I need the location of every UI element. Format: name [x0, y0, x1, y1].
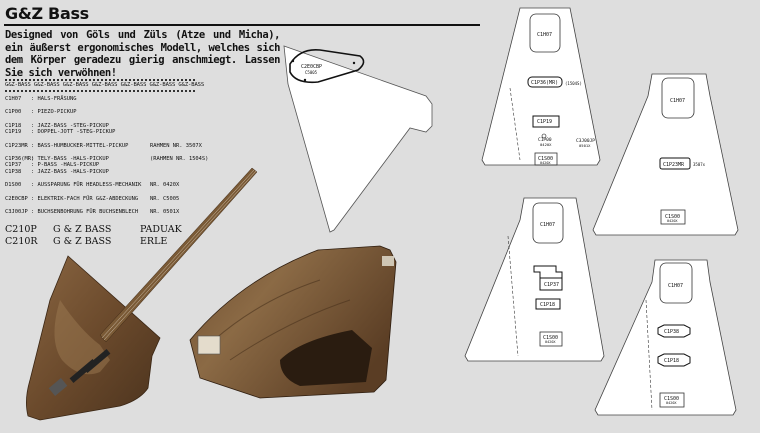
cover-plate-code: C2E0CBP: [301, 64, 322, 70]
part-code: C1P36(MR): [5, 155, 35, 162]
cover-plate-template: C2E0CBP C5005: [283, 45, 433, 233]
part-row: C3J00JP: BUCHSENBOHRUNG FÜR BUCHSENBLECH…: [5, 209, 265, 215]
part-code: C1P19: [5, 129, 22, 136]
part-row: C2E0CBP: ELEKTRIK-FACH FÜR G&Z-ABDECKUNG…: [5, 196, 265, 202]
t1-neck-label: C1H07: [537, 32, 552, 38]
t4-pickup1-label: C1P38: [664, 329, 679, 335]
intro-text: Designed von Göls und Züls (Atze und Mic…: [5, 29, 280, 79]
part-desc: : AUSSPARUNG FÜR HEADLESS-MECHANIK: [31, 182, 142, 189]
brand-header-line: G&Z-BASS G&Z-BASS G&Z-BASS G&Z-BASS G&Z-…: [5, 82, 205, 88]
t2-bridge-sub: 0420X: [667, 219, 678, 223]
body-template-2: C1H07 C1P23MR 3507x C1S00 0420X: [592, 73, 739, 236]
page-title: G&Z Bass: [5, 4, 89, 23]
t1-jack-label: C3J00JP: [576, 138, 595, 144]
t1-pickup1-label: C1P36(MR): [531, 80, 558, 86]
t1-pickup2-label: C1P19: [537, 119, 552, 125]
part-row: C1P18 : JAZZ-BASS -STEG-PICKUP: [5, 123, 265, 129]
t4-pickup2-label: C1P18: [664, 358, 679, 364]
bass-photo: [26, 167, 258, 421]
body-photo: [189, 245, 397, 399]
model-wood: PADUAK: [140, 224, 182, 235]
part-code: C1P00: [5, 109, 22, 116]
part-row: C1P37 : P-BASS -HALS-PICKUP: [5, 162, 265, 168]
part-code: C3J00JP: [5, 208, 28, 215]
part-desc: : P-BASS -HALS-PICKUP: [31, 162, 100, 169]
t1-piezo-sub: 0420X: [540, 142, 552, 147]
t3-bridge-label: C1S00: [543, 335, 558, 341]
part-row: C1P00 : PIEZO-PICKUP: [5, 109, 265, 115]
body-template-4: C1H07 C1P38 C1P18 C1S00 0420X: [594, 259, 737, 416]
part-extra: RAHMEN NR. 3507X: [150, 142, 202, 149]
part-row: C1P38 : JAZZ-BASS -HALS-PICKUP: [5, 169, 265, 175]
t2-bridge-label: C1S00: [665, 214, 680, 220]
t1-jack-sub: 0501X: [579, 143, 591, 148]
part-desc: : HALS-FRÄSUNG: [31, 96, 77, 102]
part-extra: NR. C5005: [150, 195, 180, 202]
part-code: C1P38: [5, 168, 22, 175]
part-desc: : PIEZO-PICKUP: [31, 109, 77, 116]
part-extra: (RAHMEN NR. 1504S): [150, 155, 209, 162]
part-row: D1S00 : AUSSPARUNG FÜR HEADLESS-MECHANIK N…: [5, 182, 265, 188]
t3-neck-label: C1H07: [540, 222, 555, 228]
part-desc: : BUCHSENBOHRUNG FÜR BUCHSENBLECH: [31, 208, 139, 215]
model-wood: ERLE: [140, 236, 168, 247]
part-desc: : JAZZ-BASS -HALS-PICKUP: [31, 168, 109, 175]
t1-piezo-label: C1P00: [538, 137, 552, 143]
part-row: C1P19 : DOPPEL-JOTT -STEG-PICKUP: [5, 129, 265, 135]
part-desc: : JAZZ-BASS -STEG-PICKUP: [31, 122, 109, 129]
t4-bridge-label: C1S00: [664, 396, 679, 402]
dotted-divider: [5, 90, 195, 94]
t1-bridge-sub: 0420X: [540, 161, 551, 165]
part-desc: : TELY-BASS -HALS-PICKUP: [31, 155, 109, 162]
part-extra: NR. 0501X: [150, 208, 180, 215]
part-desc: : ELEKTRIK-FACH FÜR G&Z-ABDECKUNG: [31, 195, 139, 202]
part-code: C1P37: [5, 162, 22, 169]
part-row: C1H07 : HALS-FRÄSUNG: [5, 96, 265, 102]
part-desc: : DOPPEL-JOTT -STEG-PICKUP: [31, 129, 116, 136]
part-row: C1P36(MR): TELY-BASS -HALS-PICKUP (RAHMEN…: [5, 156, 265, 162]
part-extra: NR. 0420X: [150, 182, 180, 189]
body-template-3: C1H07 C1P37 C1P18 C1S00 0420X: [464, 197, 605, 362]
t1-bridge-label: C1S00: [538, 156, 553, 162]
part-row: C1P23MR: BASS-HUMBUCKER-MITTEL-PICKUP RAH…: [5, 143, 265, 149]
t3-pickup2-label: C1P18: [540, 302, 555, 308]
model-name: G & Z BASS: [53, 224, 112, 235]
model-code: C210R: [5, 236, 38, 247]
t4-neck-label: C1H07: [668, 283, 683, 289]
model-code: C210P: [5, 224, 37, 235]
part-code: C2E0CBP: [5, 195, 28, 202]
t2-pickup-label: C1P23MR: [663, 162, 685, 168]
part-code: C1H07: [5, 96, 22, 102]
t2-neck-label: C1H07: [670, 98, 685, 104]
model-name: G & Z BASS: [53, 236, 112, 247]
t1-pickup1-note: (1504S): [565, 81, 582, 86]
title-underline: [4, 24, 480, 26]
part-desc: : BASS-HUMBUCKER-MITTEL-PICKUP: [31, 142, 129, 149]
t3-bridge-sub: 0420X: [545, 340, 556, 344]
cover-plate-sub: C5005: [305, 70, 318, 75]
part-code: D1S00: [5, 182, 22, 189]
body-template-1: C1H07 C1P36(MR) (1504S) C1P19 C1P00 0420…: [481, 7, 601, 166]
t2-pickup-note: 3507x: [693, 162, 706, 167]
t4-bridge-sub: 0420X: [666, 401, 677, 405]
t3-pickup1-label: C1P37: [544, 282, 559, 288]
dotted-divider: [5, 79, 195, 83]
part-code: C1P23MR: [5, 142, 28, 149]
parts-list: C1H07: HALS-FRÄSUNG C1P00: PIEZO-PICKUP …: [5, 96, 265, 215]
part-code: C1P18: [5, 122, 22, 129]
